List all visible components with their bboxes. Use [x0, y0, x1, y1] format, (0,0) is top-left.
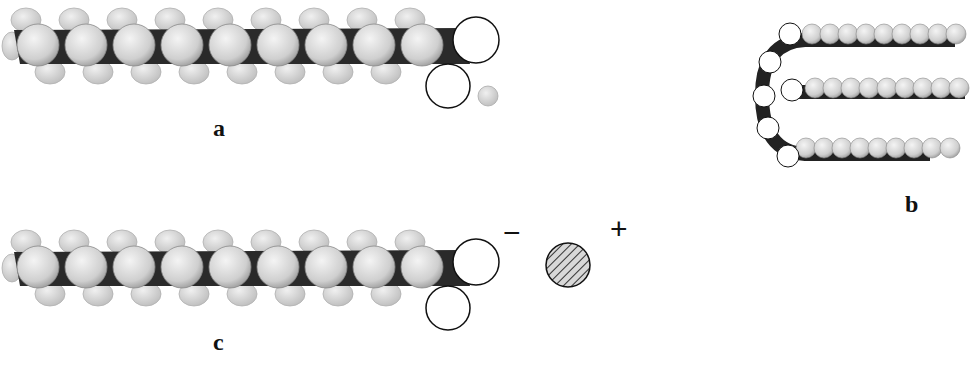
- panel-letter: c: [213, 330, 224, 354]
- charge-sign: +: [610, 214, 628, 244]
- charge-sign: −: [503, 218, 521, 248]
- panel-letter: a: [213, 116, 225, 140]
- panel-letter: b: [905, 192, 918, 216]
